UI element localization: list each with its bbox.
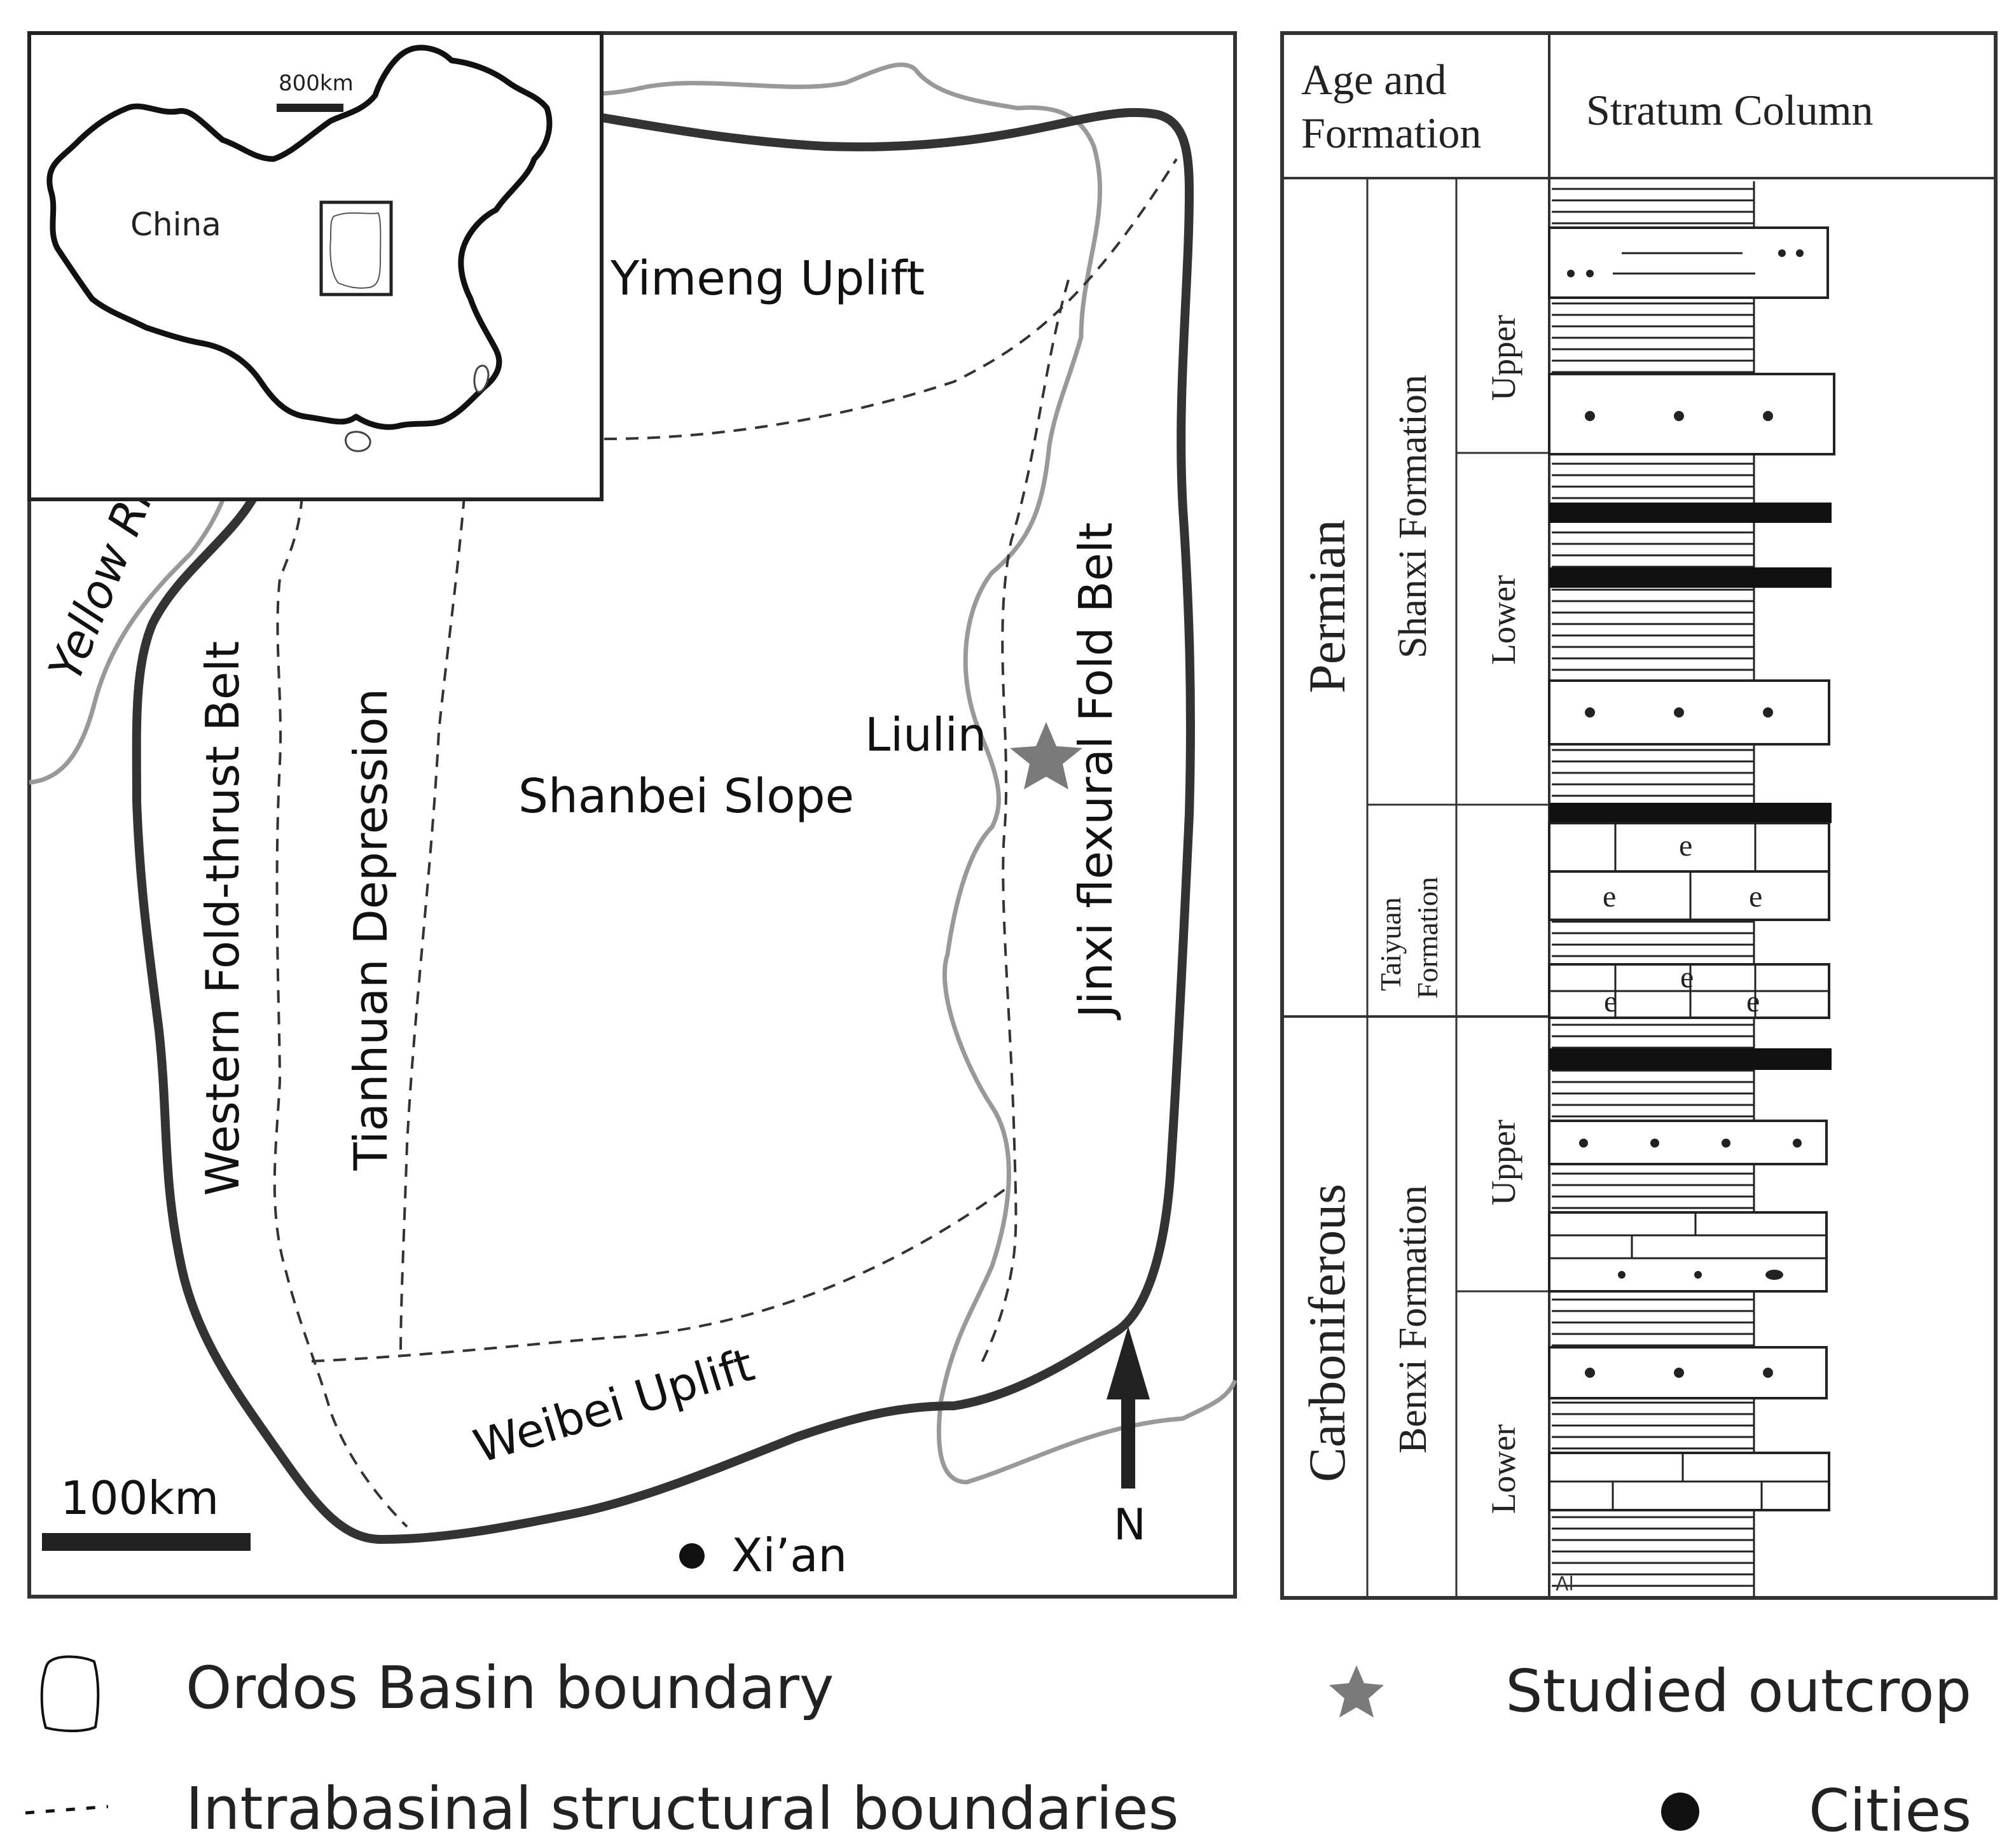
inset-basin-outline (329, 212, 382, 289)
limestone-symbol: e (1680, 961, 1694, 994)
xian-city-dot (679, 1543, 705, 1569)
studied-outcrop-star (1010, 722, 1082, 789)
pebble (1765, 1270, 1783, 1280)
map-panel: Yimeng Uplift Shanbei Slope Western Fold… (27, 31, 1238, 1599)
sandstone-bed-6 (1548, 1346, 1828, 1399)
legend-outcrop-label: Studied outcrop (1505, 1657, 1971, 1725)
shanbei-slope-label: Shanbei Slope (518, 769, 854, 824)
hainan-island (345, 431, 371, 452)
limestone-symbol: e (1603, 880, 1616, 913)
yimeng-uplift-label: Yimeng Uplift (610, 251, 925, 306)
inset-study-area-box (319, 200, 393, 296)
sandstone-bed-2 (1548, 373, 1835, 455)
permian-label: Permian (1298, 520, 1356, 693)
sand-dot (1585, 411, 1595, 421)
sand-dot (1722, 1139, 1730, 1148)
sand-dot (1618, 1271, 1626, 1279)
structural-boundaries (273, 158, 1178, 1528)
limestone-symbol: e (1749, 880, 1762, 913)
scale-bar (42, 1533, 251, 1551)
scale-label: 100km (60, 1471, 219, 1525)
inset-china-map: 800km China (27, 31, 604, 501)
weibei-north-boundary (311, 1188, 1006, 1363)
north-label: N (1114, 1500, 1146, 1550)
tianhuan-east-boundary (399, 496, 466, 1356)
sand-dot (1674, 411, 1684, 421)
sandstone-bed-5 (1548, 1211, 1828, 1293)
legend-structural-boundaries-label: Intrabasinal structural boundaries (186, 1775, 1179, 1843)
limestone-beds: e e e e e e (1548, 822, 1830, 1019)
coal-bed-2 (1549, 567, 1832, 588)
western-fold-thrust-belt-label: Western Fold-thrust Belt (196, 641, 249, 1196)
legend-basin-boundary-icon (40, 1655, 100, 1733)
benxi-formation-label: Benxi Formation (1391, 1185, 1435, 1454)
limestone-symbol: e (1746, 985, 1760, 1018)
sand-dot (1567, 270, 1575, 277)
carboniferous-label: Carboniferous (1298, 1184, 1356, 1482)
legend-outcrop-star-icon (1329, 1665, 1384, 1718)
inset-scale-label: 800km (279, 71, 354, 96)
western-belt-boundary (273, 496, 408, 1528)
taiwan-island (473, 364, 490, 393)
limestone-symbol: e (1679, 829, 1692, 863)
shanxi-lower-label: Lower (1484, 575, 1522, 665)
header-stratum-column: Stratum Column (1586, 86, 1873, 134)
sandstone-bed-1 (1548, 226, 1829, 299)
benxi-lower-label: Lower (1484, 1424, 1522, 1514)
taiyuan-label-line2: Formation (1411, 877, 1444, 999)
inset-china-label: China (130, 206, 221, 243)
legend-cities-label: Cities (1809, 1777, 1971, 1845)
tianhuan-depression-label: Tianhuan Depression (344, 688, 397, 1171)
basin-boundary-line (132, 97, 1195, 1544)
sand-dot (1674, 707, 1684, 718)
limestone-symbol: e (1604, 985, 1617, 1018)
yimeng-south-boundary (604, 158, 1178, 440)
sand-dot (1650, 1139, 1659, 1148)
al-label: Al (1556, 1573, 1574, 1595)
legend-basin-boundary-label: Ordos Basin boundary (186, 1654, 834, 1722)
legend-city-dot-icon (1661, 1793, 1699, 1831)
coal-bed-1 (1549, 503, 1832, 523)
liulin-label: Liulin (865, 708, 986, 761)
header-age-line1: Age and (1301, 55, 1446, 104)
shanxi-upper-label: Upper (1484, 315, 1522, 401)
sand-dot (1674, 1368, 1684, 1378)
limestone-bed-2 (1548, 870, 1830, 921)
sand-dot (1579, 1139, 1588, 1148)
sand-dot (1763, 707, 1773, 718)
header-age-line2: Formation (1301, 109, 1481, 157)
lithology-column: e e e e e e (1548, 181, 1835, 1597)
benxi-upper-label: Upper (1484, 1120, 1522, 1205)
sand-dot (1763, 1368, 1773, 1378)
sand-dot (1778, 249, 1786, 257)
sand-dot (1763, 411, 1773, 421)
taiyuan-label-line1: Taiyuan (1374, 897, 1407, 991)
sand-dot (1694, 1271, 1702, 1279)
xian-label: Xi’an (731, 1529, 847, 1582)
sandstone-bed-3 (1548, 679, 1830, 746)
jinxi-flexural-fold-belt-label: Jinxi flexural Fold Belt (1069, 522, 1122, 1020)
sand-dot (1586, 270, 1594, 277)
coal-bed-3 (1549, 803, 1832, 823)
legend: Ordos Basin boundary Intrabasinal struct… (25, 1654, 1971, 1845)
sand-dot (1585, 707, 1595, 718)
china-outline (46, 45, 553, 430)
inset-scale-bar (277, 104, 343, 112)
sandstone-bed-4 (1548, 1120, 1828, 1165)
sand-dot (1796, 249, 1804, 257)
legend-structural-boundary-icon (25, 1805, 109, 1815)
jinxi-west-boundary (978, 279, 1070, 1368)
sand-dot (1585, 1368, 1595, 1378)
north-arrow-head (1107, 1326, 1150, 1399)
shanxi-formation-label: Shanxi Formation (1391, 375, 1435, 658)
coal-bed-4 (1549, 1048, 1832, 1070)
sand-dot (1793, 1139, 1802, 1148)
stratum-column-panel: Age and Formation Stratum Column Permian… (1280, 31, 1998, 1600)
north-arrow-shaft (1121, 1387, 1135, 1489)
